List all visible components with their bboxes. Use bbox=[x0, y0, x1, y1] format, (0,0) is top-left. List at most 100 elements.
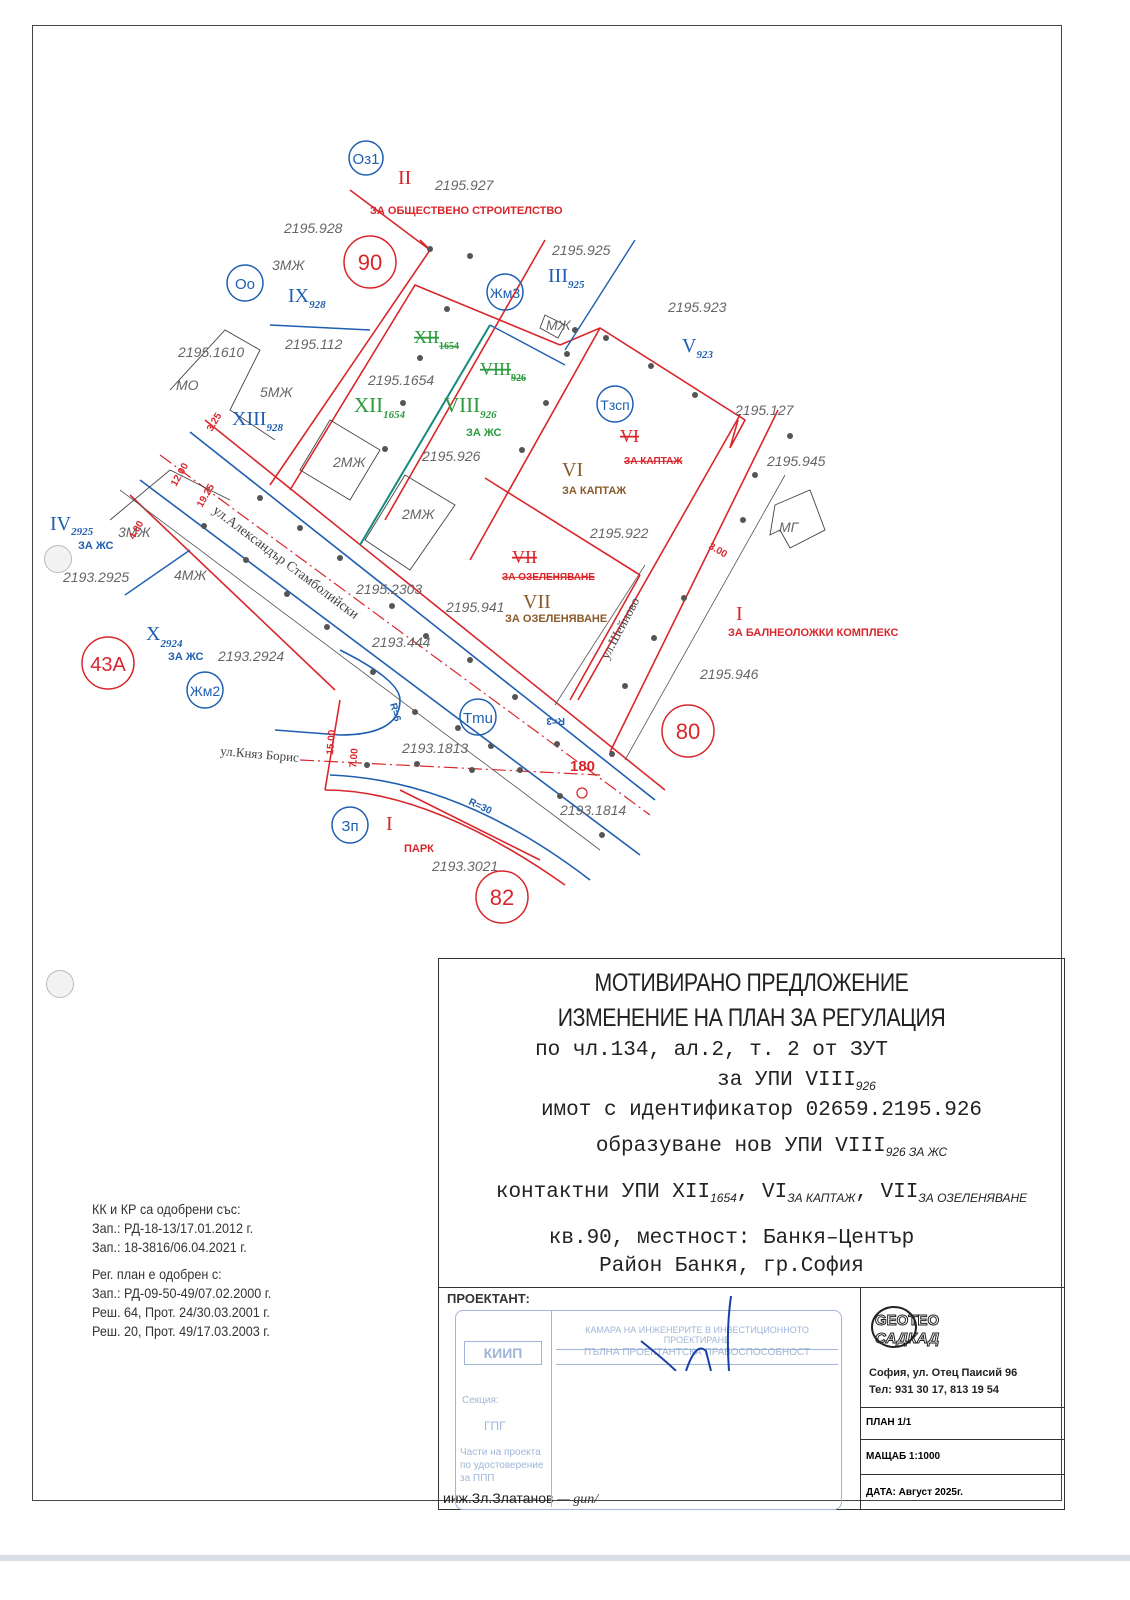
vertex-marker bbox=[576, 787, 588, 799]
engineer-name: инж.Зл.Златанов — gun/ bbox=[443, 1490, 599, 1507]
parcel-labels: II ЗА ОБЩЕСТВЕНО СТРОИТЕЛСТВО IX928 III9… bbox=[50, 167, 898, 855]
dimension: 15.00 bbox=[325, 729, 338, 755]
cadastral-identifiers: 2195.927 2195.928 2195.925 2195.923 2195… bbox=[62, 177, 826, 874]
parcel-number: III925 bbox=[548, 265, 585, 291]
parcel-use: ЗА КАПТАЖ bbox=[562, 485, 626, 497]
approval-heading: Рег. план е одобрен с: bbox=[92, 1266, 222, 1282]
title-line: имот с идентификатор 02659.2195.926 bbox=[540, 1099, 983, 1122]
old-parcel-use: ЗА ОЗЕЛЕНЯВАНЕ bbox=[502, 572, 595, 583]
building-label: 2МЖ bbox=[332, 454, 366, 470]
approval-line: Зап.: 18-3816/06.04.2021 г. bbox=[92, 1239, 247, 1255]
zone-label: Жм3 bbox=[490, 285, 521, 301]
stamp-capacity: ПЪЛНА ПРОЕКТАНТСКА ПРАВОСПОСОБНОСТ bbox=[556, 1347, 838, 1365]
zone-label: Тmu bbox=[463, 710, 493, 727]
parcel-number: X2924 bbox=[146, 623, 183, 650]
cadastral-id: 2193.1813 bbox=[401, 740, 468, 756]
parcel-number: VI bbox=[562, 459, 583, 481]
building-labels: 3МЖ МЖ МО 5МЖ 2МЖ 2МЖ МГ 3МЖ 4МЖ bbox=[118, 257, 800, 583]
zone-circle-zhm2 bbox=[186, 671, 224, 709]
street-lines bbox=[119, 409, 786, 886]
company-logo: GEOTEO САДКАД bbox=[871, 1306, 940, 1348]
old-parcel-number: VI bbox=[620, 426, 639, 446]
title-line: Район Банкя, гр.София bbox=[599, 1255, 864, 1278]
zone-circle-tmu bbox=[459, 698, 497, 736]
company-phone: Тел: 931 30 17, 813 19 54 bbox=[869, 1384, 999, 1396]
street-curb-line bbox=[139, 479, 641, 856]
block-circle-80 bbox=[661, 704, 715, 758]
cadastral-id: 2195.922 bbox=[589, 525, 649, 541]
approvals-notes: КК и КР са одобрени със: Зап.: РД-18-13/… bbox=[92, 1200, 271, 1341]
cadastral-id: 2195.941 bbox=[445, 599, 504, 615]
buildings bbox=[109, 314, 826, 571]
zone-label: Зп bbox=[341, 818, 358, 835]
parcel-use: ЗА ЖС bbox=[466, 427, 502, 439]
street-name: ул.Княз Борис bbox=[220, 743, 300, 765]
new-parcel-boundary bbox=[359, 324, 491, 546]
building-label: 5МЖ bbox=[260, 384, 293, 400]
dimension: R=3 bbox=[546, 715, 565, 726]
zone-label: Тзсп bbox=[600, 397, 629, 413]
parcel-number: VII bbox=[523, 591, 551, 613]
stamp-section: ГПГ bbox=[484, 1419, 506, 1433]
zone-circle-labels: Оз1 90 Оо Жм3 Тзсп 43А Жм2 Тmu 80 Зп 82 bbox=[90, 151, 700, 910]
title-block: МОТИВИРАНО ПРЕДЛОЖЕНИЕ ИЗМЕНЕНИЕ НА ПЛАН… bbox=[438, 958, 1065, 1510]
survey-points bbox=[201, 246, 793, 838]
old-parcel-use: ЗА КАПТАЖ bbox=[624, 456, 683, 467]
cadastral-id: 2195.945 bbox=[766, 453, 826, 469]
parcel-number: I bbox=[386, 813, 393, 835]
zone-circle-zp bbox=[331, 806, 369, 844]
cadastral-id: 2193.2925 bbox=[62, 569, 129, 585]
block-number: 80 bbox=[676, 719, 700, 744]
cadastral-id: 2195.926 bbox=[421, 448, 481, 464]
old-parcel-number: VII bbox=[512, 547, 537, 567]
title-line: образуване нов УПИ VIII926 ЗА ЖС bbox=[595, 1135, 948, 1160]
zone-label: Оо bbox=[235, 276, 255, 293]
cadastral-id: 2195.925 bbox=[551, 242, 611, 258]
approval-line: Реш. 20, Прот. 49/17.03.2003 г. bbox=[92, 1323, 270, 1339]
title-heading: МОТИВИРАНО ПРЕДЛОЖЕНИЕ bbox=[594, 969, 909, 997]
stamp-logo: КИИП bbox=[464, 1341, 542, 1365]
dimension: 19.25 bbox=[195, 482, 217, 510]
divider bbox=[439, 1287, 1064, 1288]
vertex-number: 180 bbox=[570, 758, 595, 775]
building-label: МО bbox=[176, 377, 199, 393]
svg-text:САДКАД: САДКАД bbox=[875, 1330, 939, 1347]
zone-circles bbox=[81, 140, 715, 924]
building-label: 3МЖ bbox=[272, 257, 305, 273]
punch-hole bbox=[46, 970, 74, 998]
cadastral-id: 2195.127 bbox=[734, 402, 795, 418]
title-line: кв.90, местност: Банкя–Център bbox=[548, 1227, 915, 1250]
block-circle-43a bbox=[81, 636, 135, 690]
zone-circle-tzsp bbox=[596, 385, 634, 423]
street-regulation-line bbox=[204, 419, 666, 791]
parcel-number: IV2925 bbox=[50, 513, 94, 538]
building-label: МЖ bbox=[546, 317, 572, 333]
parcel-number: XII1654 bbox=[354, 393, 406, 421]
zone-circle-zhm3 bbox=[486, 273, 524, 311]
cadastral-id: 2195.1610 bbox=[177, 344, 244, 360]
old-parcel-number: XII1654 bbox=[414, 327, 459, 352]
cadastral-id: 2195.2303 bbox=[355, 581, 422, 597]
cadastral-id: 2193.2924 bbox=[217, 648, 284, 664]
dimension: 12.00 bbox=[169, 461, 191, 489]
drawing-frame bbox=[32, 25, 1062, 1501]
title-heading: ИЗМЕНЕНИЕ НА ПЛАН ЗА РЕГУЛАЦИЯ bbox=[557, 1004, 946, 1032]
approval-heading: КК и КР са одобрени със: bbox=[92, 1201, 241, 1217]
parcel-use: ЗА ОБЩЕСТВЕНО СТРОИТЕЛСТВО bbox=[370, 205, 563, 217]
scan-edge bbox=[0, 1555, 1130, 1561]
approval-line: Реш. 64, Прот. 24/30.03.2001 г. bbox=[92, 1304, 270, 1320]
cadastral-id: 2195.1654 bbox=[367, 372, 434, 388]
cadastral-id: 2195.928 bbox=[283, 220, 343, 236]
block-circle-82 bbox=[475, 870, 529, 924]
company-address: София, ул. Отец Паисий 96 bbox=[869, 1367, 1018, 1379]
dimension: R=6 bbox=[387, 702, 403, 723]
cadastral-id: 2193.1814 bbox=[559, 802, 626, 818]
parcel-use: ЗА ОЗЕЛЕНЯВАНЕ bbox=[505, 613, 607, 625]
old-parcel-number: VIII926 bbox=[480, 359, 526, 384]
building-label: 4МЖ bbox=[174, 567, 207, 583]
cadastral-lines bbox=[124, 239, 636, 596]
date: ДАТА: Август 2025г. bbox=[861, 1474, 1065, 1498]
parcel-number: V923 bbox=[682, 335, 713, 361]
title-line: контактни УПИ XII1654, VIЗА КАПТАЖ, VIIЗ… bbox=[495, 1181, 1028, 1206]
signature bbox=[640, 1295, 732, 1371]
